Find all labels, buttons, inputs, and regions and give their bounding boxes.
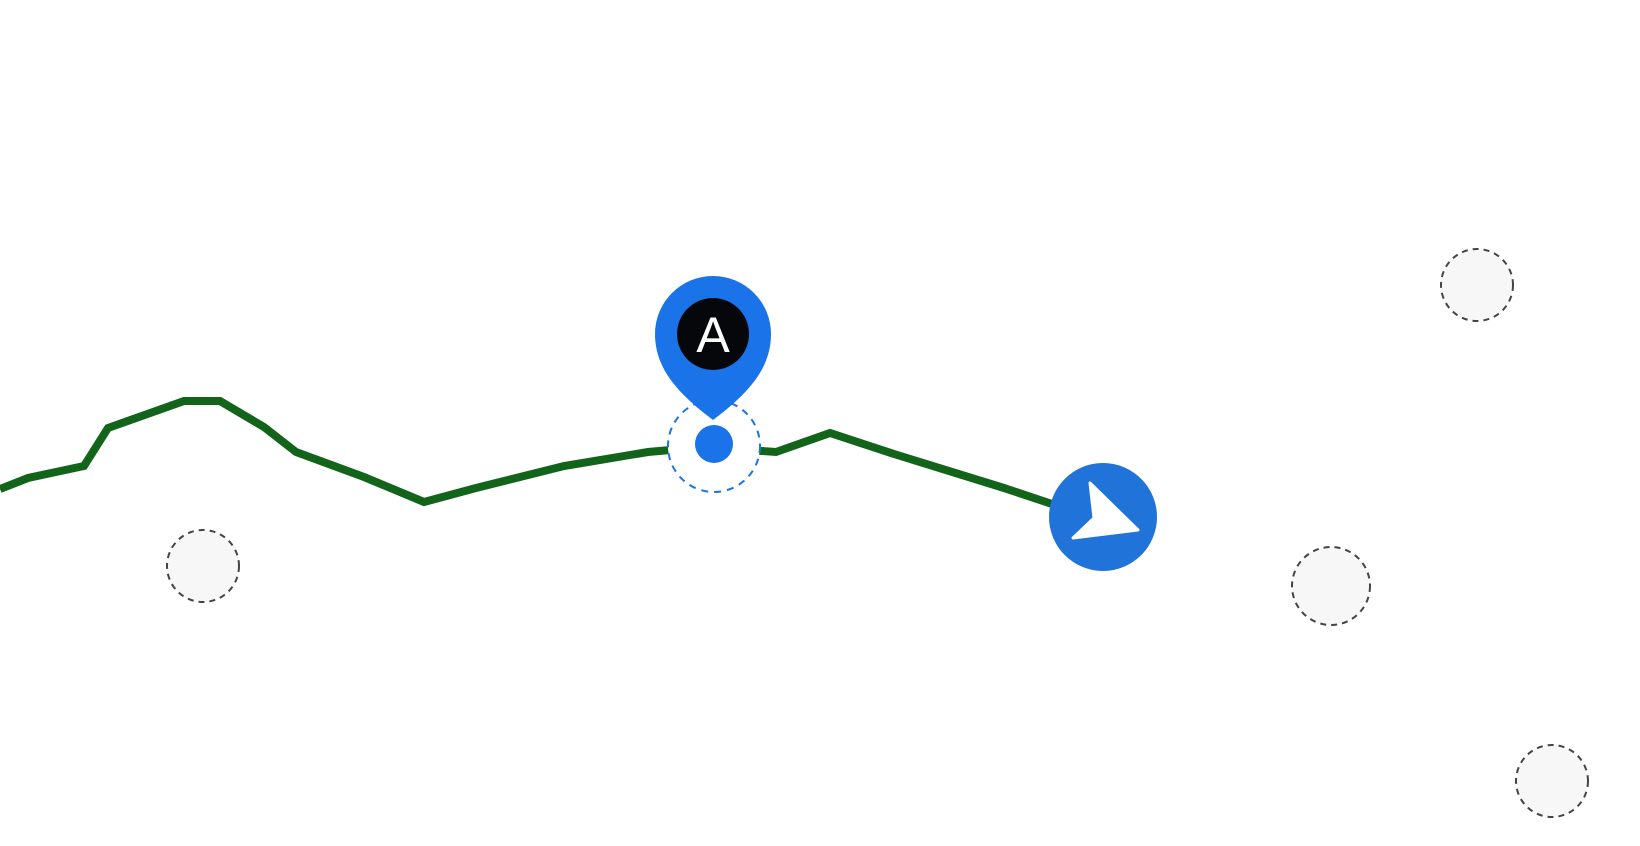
nav-arrow xyxy=(1071,481,1140,540)
pin-label: A xyxy=(696,307,730,363)
empty-place-icon[interactable] xyxy=(1440,248,1514,322)
empty-place-icon[interactable] xyxy=(1291,546,1371,626)
empty-place-icon[interactable] xyxy=(166,529,240,603)
route-line xyxy=(0,397,1057,509)
pin-inner-circle xyxy=(677,298,749,370)
empty-place-icon[interactable] xyxy=(1515,744,1589,818)
map-pin-icon[interactable]: A xyxy=(655,276,771,420)
location-dot-icon[interactable] xyxy=(667,399,761,493)
navigation-arrow-icon[interactable] xyxy=(1049,463,1157,571)
location-dot xyxy=(695,425,733,463)
